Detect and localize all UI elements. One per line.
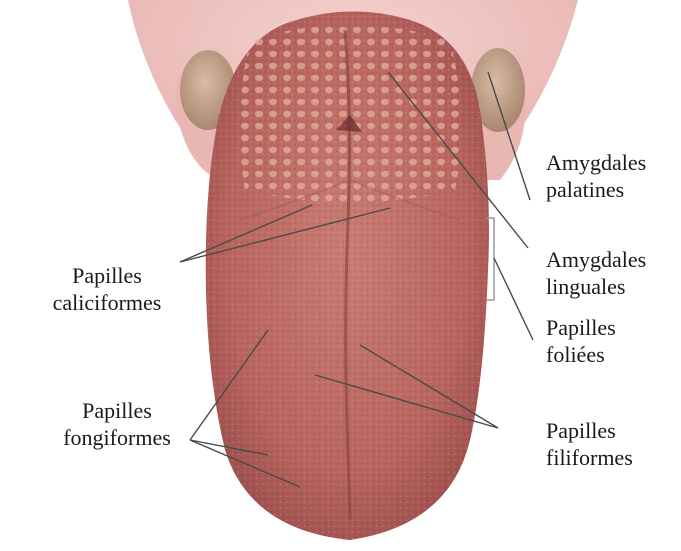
label-papilles-foliees-line1: Papilles xyxy=(546,314,616,341)
label-papilles-caliciformes-line2: caliciformes xyxy=(42,289,172,316)
label-papilles-fongiformes: Papilles fongiformes xyxy=(52,397,182,451)
label-amygdales-linguales: Amygdales linguales xyxy=(546,246,646,300)
label-amygdales-palatines-line2: palatines xyxy=(546,176,646,203)
label-papilles-caliciformes-line1: Papilles xyxy=(42,262,172,289)
label-amygdales-palatines: Amygdales palatines xyxy=(546,149,646,203)
label-amygdales-linguales-line1: Amygdales xyxy=(546,246,646,273)
label-papilles-fongiformes-line2: fongiformes xyxy=(52,424,182,451)
label-papilles-filiformes-line2: filiformes xyxy=(546,444,633,471)
label-papilles-foliees-line2: foliées xyxy=(546,341,616,368)
label-amygdales-linguales-line2: linguales xyxy=(546,273,646,300)
label-papilles-filiformes: Papilles filiformes xyxy=(546,417,633,471)
label-papilles-filiformes-line1: Papilles xyxy=(546,417,633,444)
label-papilles-caliciformes: Papilles caliciformes xyxy=(42,262,172,316)
label-amygdales-palatines-line1: Amygdales xyxy=(546,149,646,176)
label-papilles-fongiformes-line1: Papilles xyxy=(52,397,182,424)
label-papilles-foliees: Papilles foliées xyxy=(546,314,616,368)
